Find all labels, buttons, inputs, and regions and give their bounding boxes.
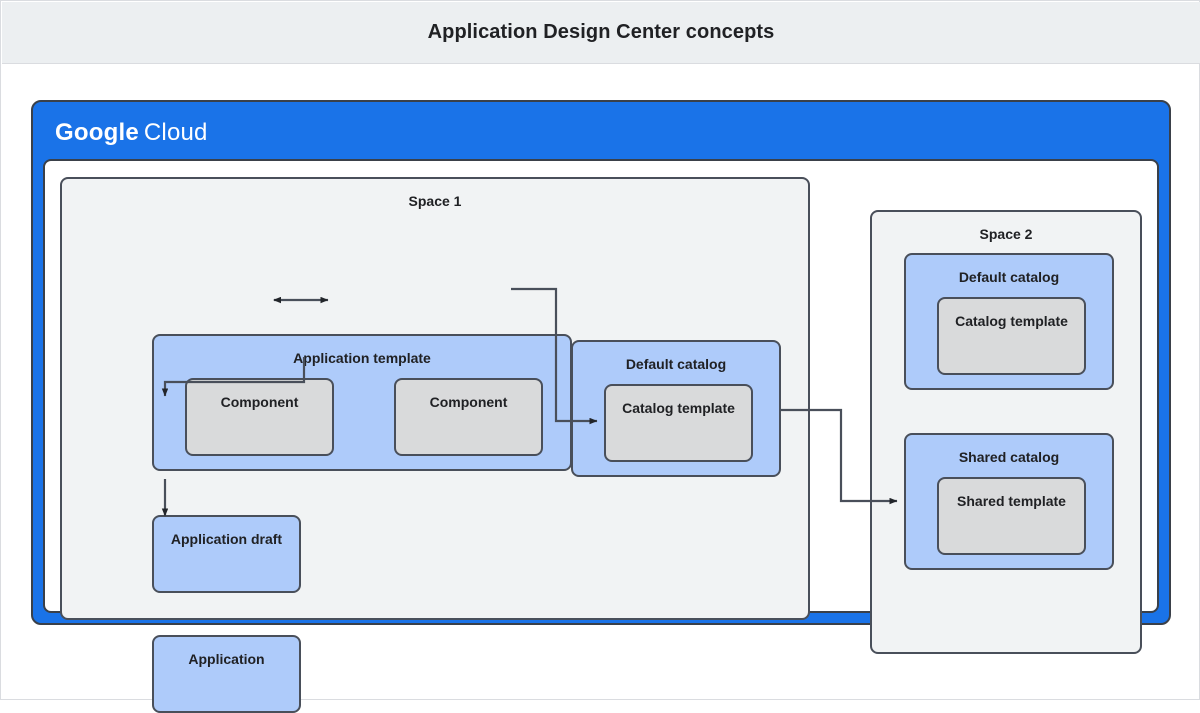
application-draft-label: Application draft xyxy=(170,531,283,547)
shared-template-box[interactable]: Shared template xyxy=(937,477,1086,555)
component-b-label: Component xyxy=(429,394,508,410)
application-box[interactable]: Application xyxy=(152,635,301,713)
title-bar: Application Design Center concepts xyxy=(2,2,1200,64)
catalog-template-space1-label: Catalog template xyxy=(622,400,735,416)
application-template-label: Application template xyxy=(293,350,431,366)
application-label: Application xyxy=(188,651,265,667)
component-box-b[interactable]: Component xyxy=(394,378,543,456)
shared-template-label: Shared template xyxy=(957,493,1066,509)
brand-google: Google xyxy=(55,119,139,146)
component-a-label: Component xyxy=(220,394,299,410)
default-catalog-space2-box[interactable]: Default catalog Catalog template xyxy=(904,253,1114,390)
page-title: Application Design Center concepts xyxy=(427,21,775,43)
catalog-template-space1-box[interactable]: Catalog template xyxy=(604,384,753,462)
default-catalog-space1-box[interactable]: Default catalog Catalog template xyxy=(571,340,781,477)
shared-catalog-box[interactable]: Shared catalog Shared template xyxy=(904,433,1114,570)
catalog-template-space2-box[interactable]: Catalog template xyxy=(937,297,1086,375)
application-template-box[interactable]: Application template Component Component xyxy=(152,334,572,471)
space-1-label: Space 1 xyxy=(408,193,462,209)
space-1-container: Space 1 Application template Component C… xyxy=(60,177,810,713)
default-catalog-space2-label: Default catalog xyxy=(958,269,1060,285)
component-box-a[interactable]: Component xyxy=(185,378,334,456)
brand-cloud: Cloud xyxy=(143,119,208,146)
application-draft-box[interactable]: Application draft xyxy=(152,515,301,593)
default-catalog-space1-label: Default catalog xyxy=(625,356,727,372)
space-2-label: Space 2 xyxy=(979,226,1033,242)
space-2-container: Space 2 Default catalog Catalog template… xyxy=(870,210,1142,654)
catalog-template-space2-label: Catalog template xyxy=(955,313,1068,329)
shared-catalog-label: Shared catalog xyxy=(958,449,1060,465)
